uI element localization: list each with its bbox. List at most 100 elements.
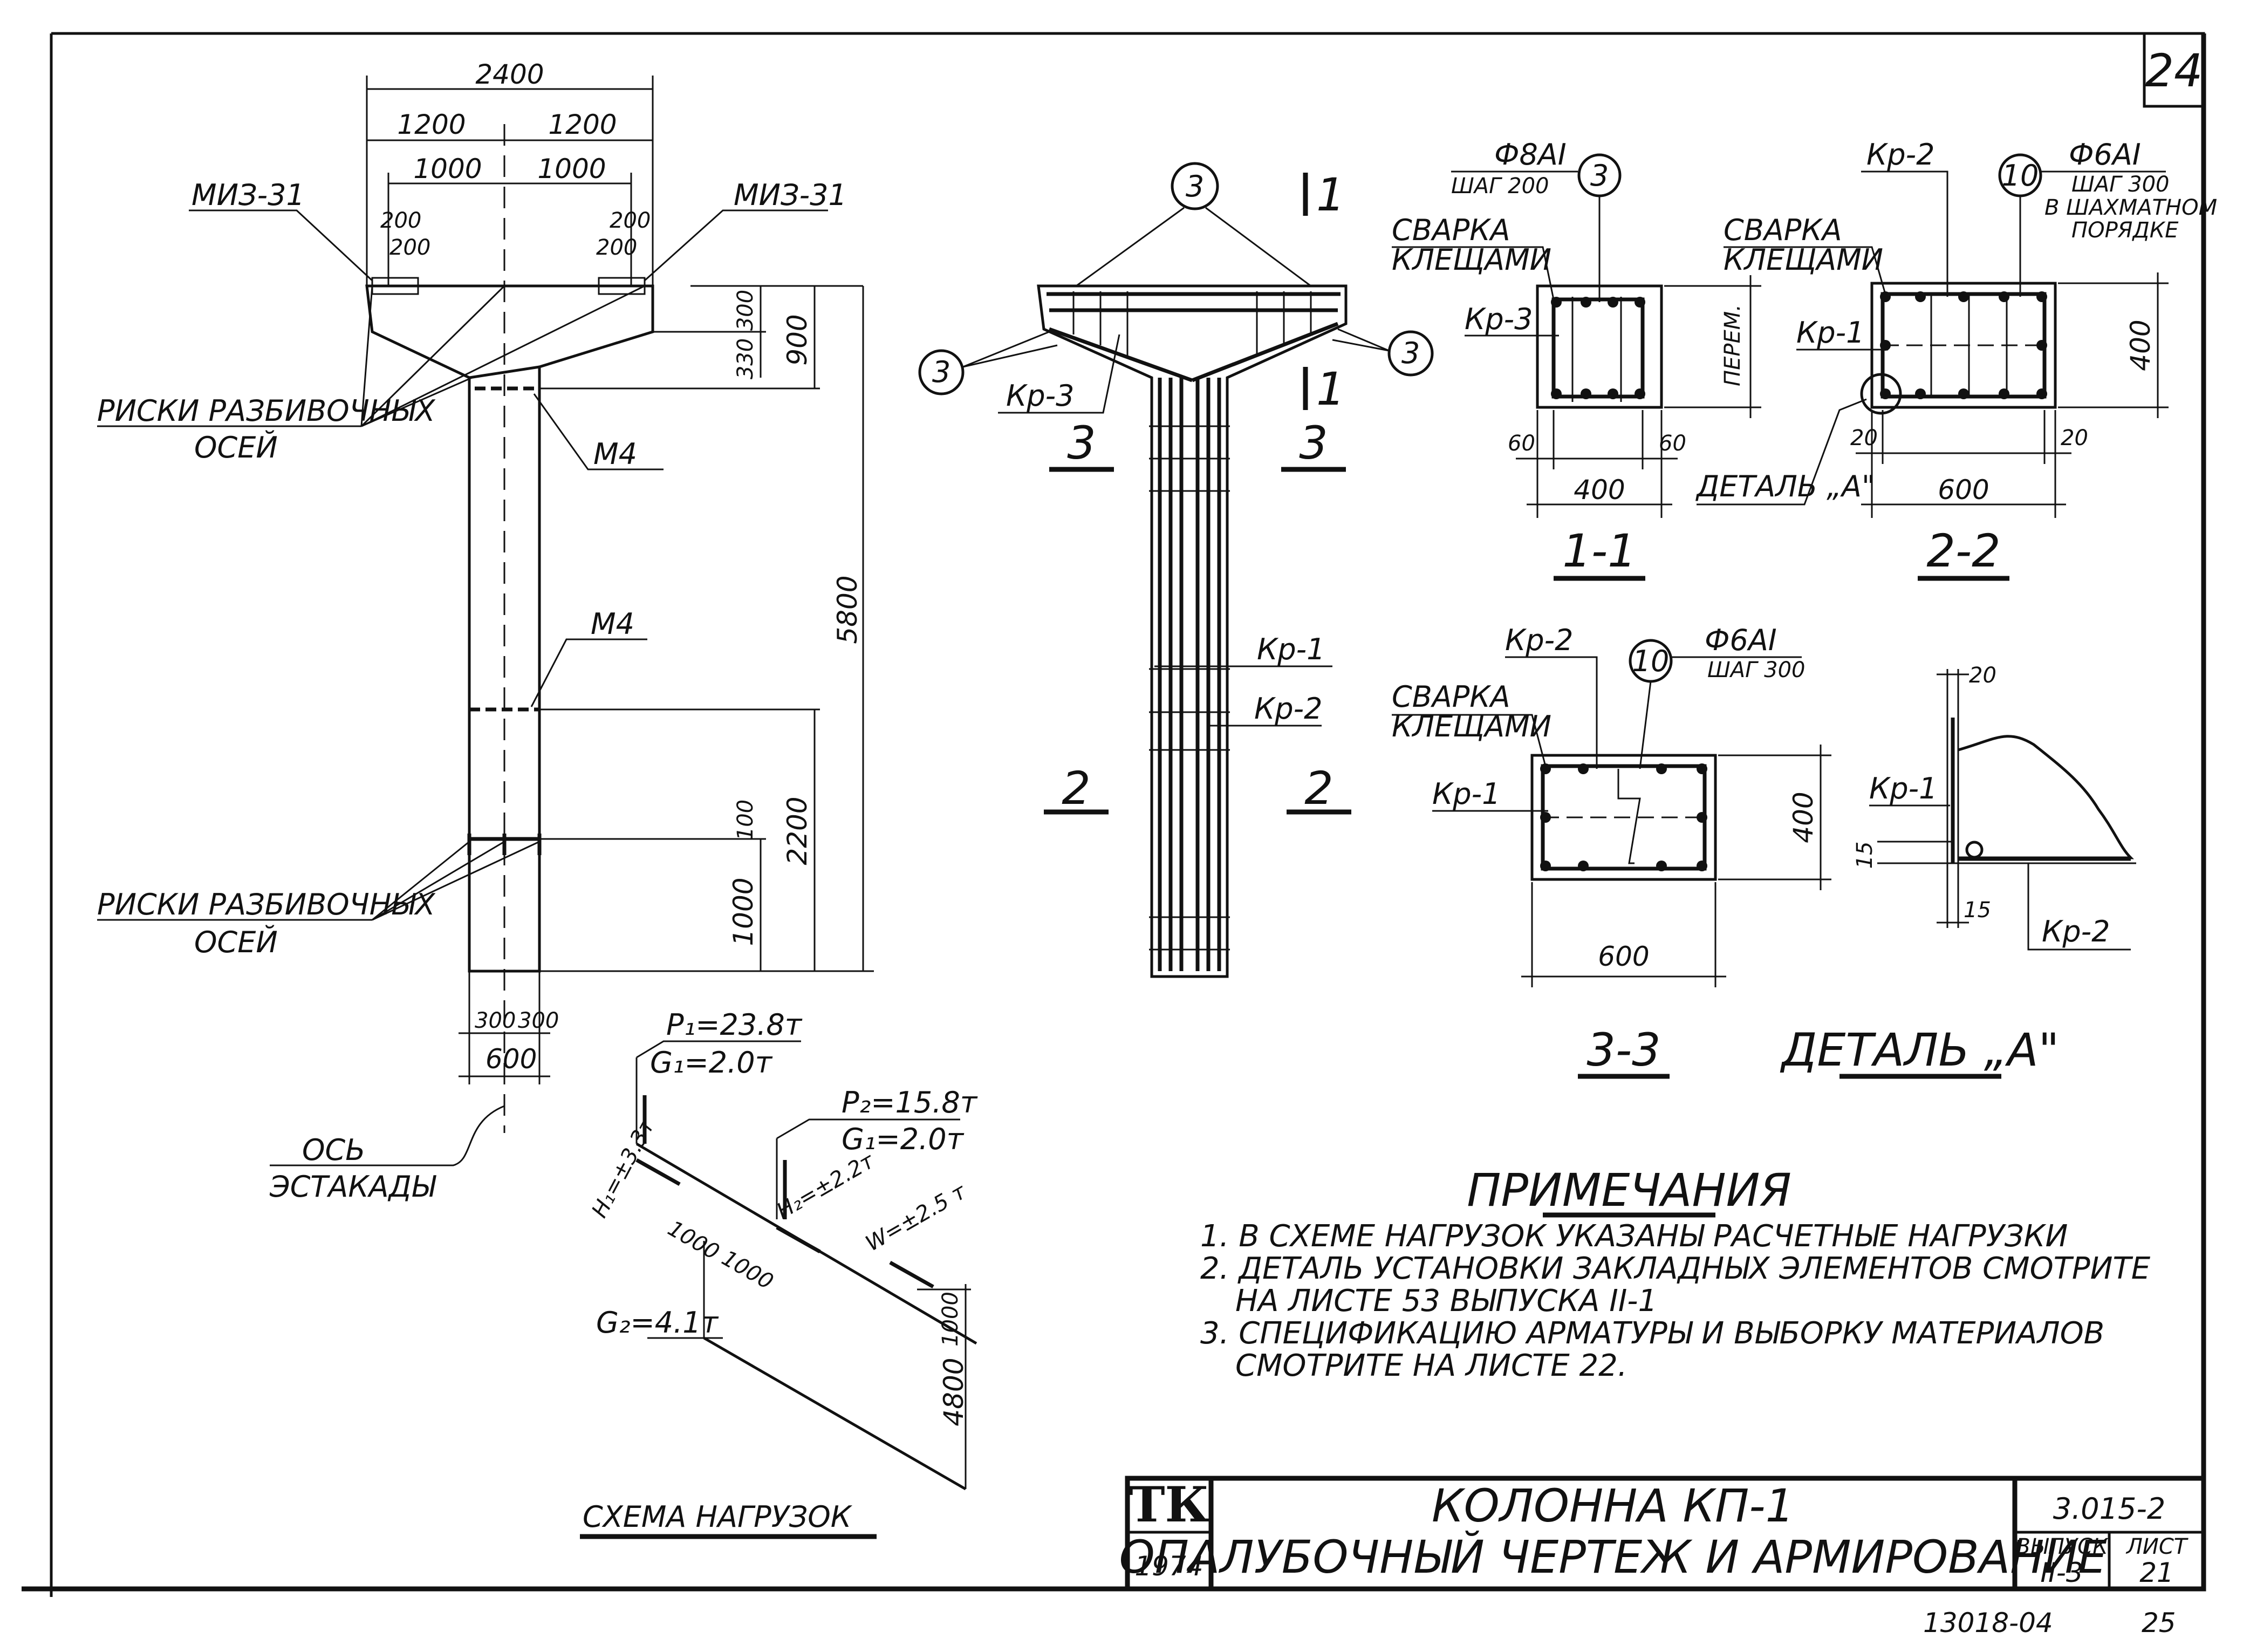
cover-left: 60 <box>1508 431 1535 456</box>
dim-1000-b: 1000 <box>717 1246 777 1295</box>
dim-plate-b1: 200 <box>389 235 430 260</box>
marker-10: 10 <box>2002 159 2039 193</box>
dim-15a: 15 <box>1852 842 1877 869</box>
weld-2-line2: КЛЕЩАМИ <box>1724 243 1883 277</box>
dim-15b: 15 <box>1964 898 1991 923</box>
label-m4-top: М4 <box>593 437 637 471</box>
note-line-1: 1. В СХЕМЕ НАГРУЗОК УКАЗАНЫ РАСЧЕТНЫЕ НА… <box>1200 1219 2068 1254</box>
label-axis-line2: ЭСТАКАДЫ <box>269 1170 437 1204</box>
section-3-3: Кр-2 10 Ф6АI ШАГ 300 СВАРКА КЛЕЩАМИ Кр-1… <box>1392 623 1831 1079</box>
notes-title: ПРИМЕЧАНИЯ <box>1467 1164 1791 1217</box>
cut-2-right: 2 <box>1304 762 1333 815</box>
section-title-1-1: 1-1 <box>1562 524 1636 577</box>
dim-lower-1000: 1000 <box>728 877 759 946</box>
load-scheme: P₁=23.8т G₁=2.0т P₂=15.8т G₁=2.0т H₁=±3.… <box>580 1008 978 1539</box>
title-year: 1974 <box>1134 1551 1203 1582</box>
width-600: 600 <box>1938 474 1989 506</box>
dim-cap-900: 900 <box>782 314 813 365</box>
label-riski-top-line2: ОСЕЙ <box>194 431 278 465</box>
sheet-number: 24 <box>2145 44 2203 97</box>
cut-1-bot: 1 <box>1316 363 1345 415</box>
dim-inner-right: 1000 <box>537 153 606 185</box>
load-p1: P₁=23.8т <box>666 1008 803 1042</box>
footer-number: 13018-04 <box>1923 1607 2053 1639</box>
dim-height: 5800 <box>832 575 863 644</box>
bar-spec-3-line2: ШАГ 300 <box>1707 658 1805 682</box>
title-series: 3.015-2 <box>2053 1492 2165 1526</box>
title-issue-label: ВЫПУСК <box>2016 1534 2109 1559</box>
bar-spec-1-line2: ШАГ 200 <box>1451 174 1549 199</box>
bar-spec-1-line1: Ф8АI <box>1494 138 1567 172</box>
marker-10-3-3: 10 <box>1632 644 1670 678</box>
label-kr1-section: Кр-1 <box>1796 316 1864 350</box>
bar-spec-2-line1: Ф6АI <box>2069 138 2141 172</box>
marker-3-left: 3 <box>932 355 950 389</box>
marker-3-section: 3 <box>1590 159 1609 193</box>
load-g1-b: G₁=2.0т <box>842 1122 965 1156</box>
note-line-3: НА ЛИСТЕ 53 ВЫПУСКА II-1 <box>1235 1284 1657 1319</box>
title-block: ТК 1974 КОЛОННА КП-1 ОПАЛУБОЧНЫЙ ЧЕРТЕЖ … <box>1119 1476 2206 1592</box>
label-m4-mid: М4 <box>591 607 634 641</box>
title-sheet-label: ЛИСТ <box>2125 1534 2189 1559</box>
width-400: 400 <box>1574 474 1625 506</box>
load-p2: P₂=15.8т <box>842 1086 978 1119</box>
label-riski-bot-line2: ОСЕЙ <box>194 925 278 959</box>
dim-cap-330: 330 <box>733 338 758 379</box>
height-400: 400 <box>2125 319 2156 371</box>
label-kr2: Кр-2 <box>1254 692 1322 726</box>
weld-2-line1: СВАРКА <box>1724 213 1842 247</box>
detail-a-title: ДЕТАЛЬ „А" <box>1780 1023 2060 1076</box>
dim-lower-2200: 2200 <box>782 796 813 865</box>
label-kr3: Кр-3 <box>1006 379 1074 413</box>
dim-4800: 4800 <box>938 1357 969 1426</box>
height-400-3-3: 400 <box>1788 791 1819 843</box>
cut-2-left: 2 <box>1062 762 1090 815</box>
weld-1-line2: КЛЕЩАМИ <box>1392 243 1551 277</box>
title-line-2: ОПАЛУБОЧНЫЙ ЧЕРТЕЖ И АРМИРОВАНИЕ <box>1119 1531 2107 1583</box>
label-kr2-section: Кр-2 <box>1866 138 1934 172</box>
label-kr1: Кр-1 <box>1257 632 1325 666</box>
load-w: W=±2.5 т <box>861 1179 971 1257</box>
label-kr2-3-3: Кр-2 <box>1505 623 1573 657</box>
cover-left-20: 20 <box>1850 426 1878 450</box>
load-scheme-title: СХЕМА НАГРУЗОК <box>583 1500 853 1534</box>
dim-base-600: 600 <box>485 1043 537 1075</box>
cut-1-top: 1 <box>1316 168 1345 221</box>
weld-3-line1: СВАРКА <box>1392 680 1510 714</box>
label-kr1-detail: Кр-1 <box>1869 772 1937 805</box>
marker-3-top: 3 <box>1186 169 1204 203</box>
cut-3-right: 3 <box>1299 417 1328 469</box>
load-h2: H₂=±2.2т <box>772 1148 879 1224</box>
bar-spec-2-line3: В ШАХМАТНОМ <box>2044 195 2217 220</box>
dim-inner-left: 1000 <box>413 153 482 185</box>
detail-a: 20 Кр-1 15 15 Кр-2 ДЕТАЛЬ „А" <box>1780 663 2136 1079</box>
dim-half-left: 1200 <box>397 109 466 140</box>
dim-total-width: 2400 <box>475 59 544 90</box>
dim-1000-c: 1000 <box>938 1292 963 1347</box>
note-line-4: 3. СПЕЦИФИКАЦИЮ АРМАТУРЫ И ВЫБОРКУ МАТЕР… <box>1200 1316 2104 1351</box>
dim-plate-a1: 200 <box>380 208 421 233</box>
weld-1-line1: СВАРКА <box>1392 213 1510 247</box>
title-org: ТК <box>1129 1476 1209 1533</box>
section-title-3-3: 3-3 <box>1586 1023 1660 1076</box>
dim-base-300a: 300 <box>475 1008 516 1033</box>
title-issue: II-3 <box>2040 1557 2083 1588</box>
marker-3-right: 3 <box>1401 336 1420 370</box>
section-2-2: Кр-2 10 Ф6АI ШАГ 300 В ШАХМАТНОМ ПОРЯДКЕ… <box>1695 138 2217 581</box>
dim-20: 20 <box>1969 663 1996 688</box>
label-kr3-section: Кр-3 <box>1465 302 1533 336</box>
label-variable: ПЕРЕМ. <box>1720 304 1745 386</box>
dim-lower-100: 100 <box>733 800 758 841</box>
cut-3-left: 3 <box>1067 417 1096 469</box>
section-1-1: Ф8АI ШАГ 200 3 СВАРКА КЛЕЩАМИ Кр-3 ПЕРЕМ… <box>1392 138 1761 581</box>
dim-base-300b: 300 <box>518 1008 559 1033</box>
cover-right: 60 <box>1659 431 1686 456</box>
footer-page: 25 <box>2142 1607 2176 1639</box>
label-miz31-left: МИЗ-31 <box>192 178 305 212</box>
dim-plate-b2: 200 <box>596 235 637 260</box>
title-sheet: 21 <box>2139 1557 2174 1588</box>
load-g2: G₂=4.1т <box>596 1306 719 1340</box>
dim-half-right: 1200 <box>548 109 617 140</box>
note-line-2: 2. ДЕТАЛЬ УСТАНОВКИ ЗАКЛАДНЫХ ЭЛЕМЕНТОВ … <box>1200 1251 2151 1286</box>
